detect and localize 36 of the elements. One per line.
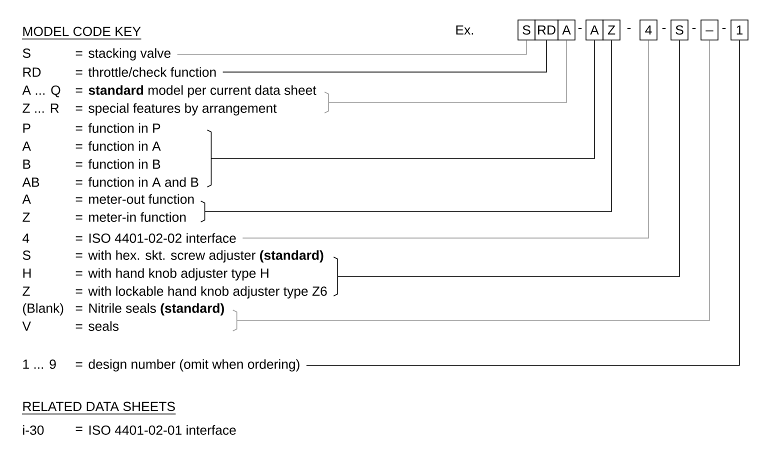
heading: RELATED DATA SHEETS [22,402,176,414]
leader-line [242,40,649,238]
separator-dash: - [578,28,582,30]
key-entry-group: A = meter-out function Z = meter-in function [22,194,194,222]
code-box: A [558,20,576,40]
leader-line [176,40,527,55]
heading: MODEL CODE KEY [22,26,142,40]
key-entry: 1 ... 9 = design number (omit when ordering) [23,359,300,372]
code-box: S [518,20,536,40]
code-box: RD [534,20,558,40]
key-entry: RD = throttle/check function [23,67,216,77]
key-entry: S = stacking valve [22,48,170,60]
label-text: = [76,426,82,432]
code-box: _ [700,20,718,40]
code-box: S [670,20,688,40]
code-box: Z [602,20,620,40]
separator-dash: - [722,28,726,30]
label-text: ISO 4401-02-01 interface [89,425,236,435]
key-entry-group: (Blank) = Nitrile seals (standard) V = seals [22,303,224,331]
bracket-leader [324,40,567,114]
code-box: A [586,20,604,40]
bracket-leader [206,40,595,188]
key-entry-group: S = with hex. skt. screw adjuster (standard) H = with hand knob adjuster type H Z = with lockable hand knob adjuster type Z6 [22,250,327,298]
label-text: i-30 [23,425,44,435]
separator-dash: - [692,28,696,30]
leader-line [306,40,740,366]
code-box: 4 [640,20,658,40]
separator-dash: - [627,28,631,30]
bracket-leader [200,40,612,222]
bracket-leader [333,40,680,296]
code-box: 1 [730,20,748,40]
leader-line [222,40,547,72]
separator-dash: - [662,28,666,30]
bracket-leader [232,40,710,332]
key-entry: 4 = ISO 4401-02-02 interface [22,233,236,243]
label-text: Ex. [456,25,474,35]
